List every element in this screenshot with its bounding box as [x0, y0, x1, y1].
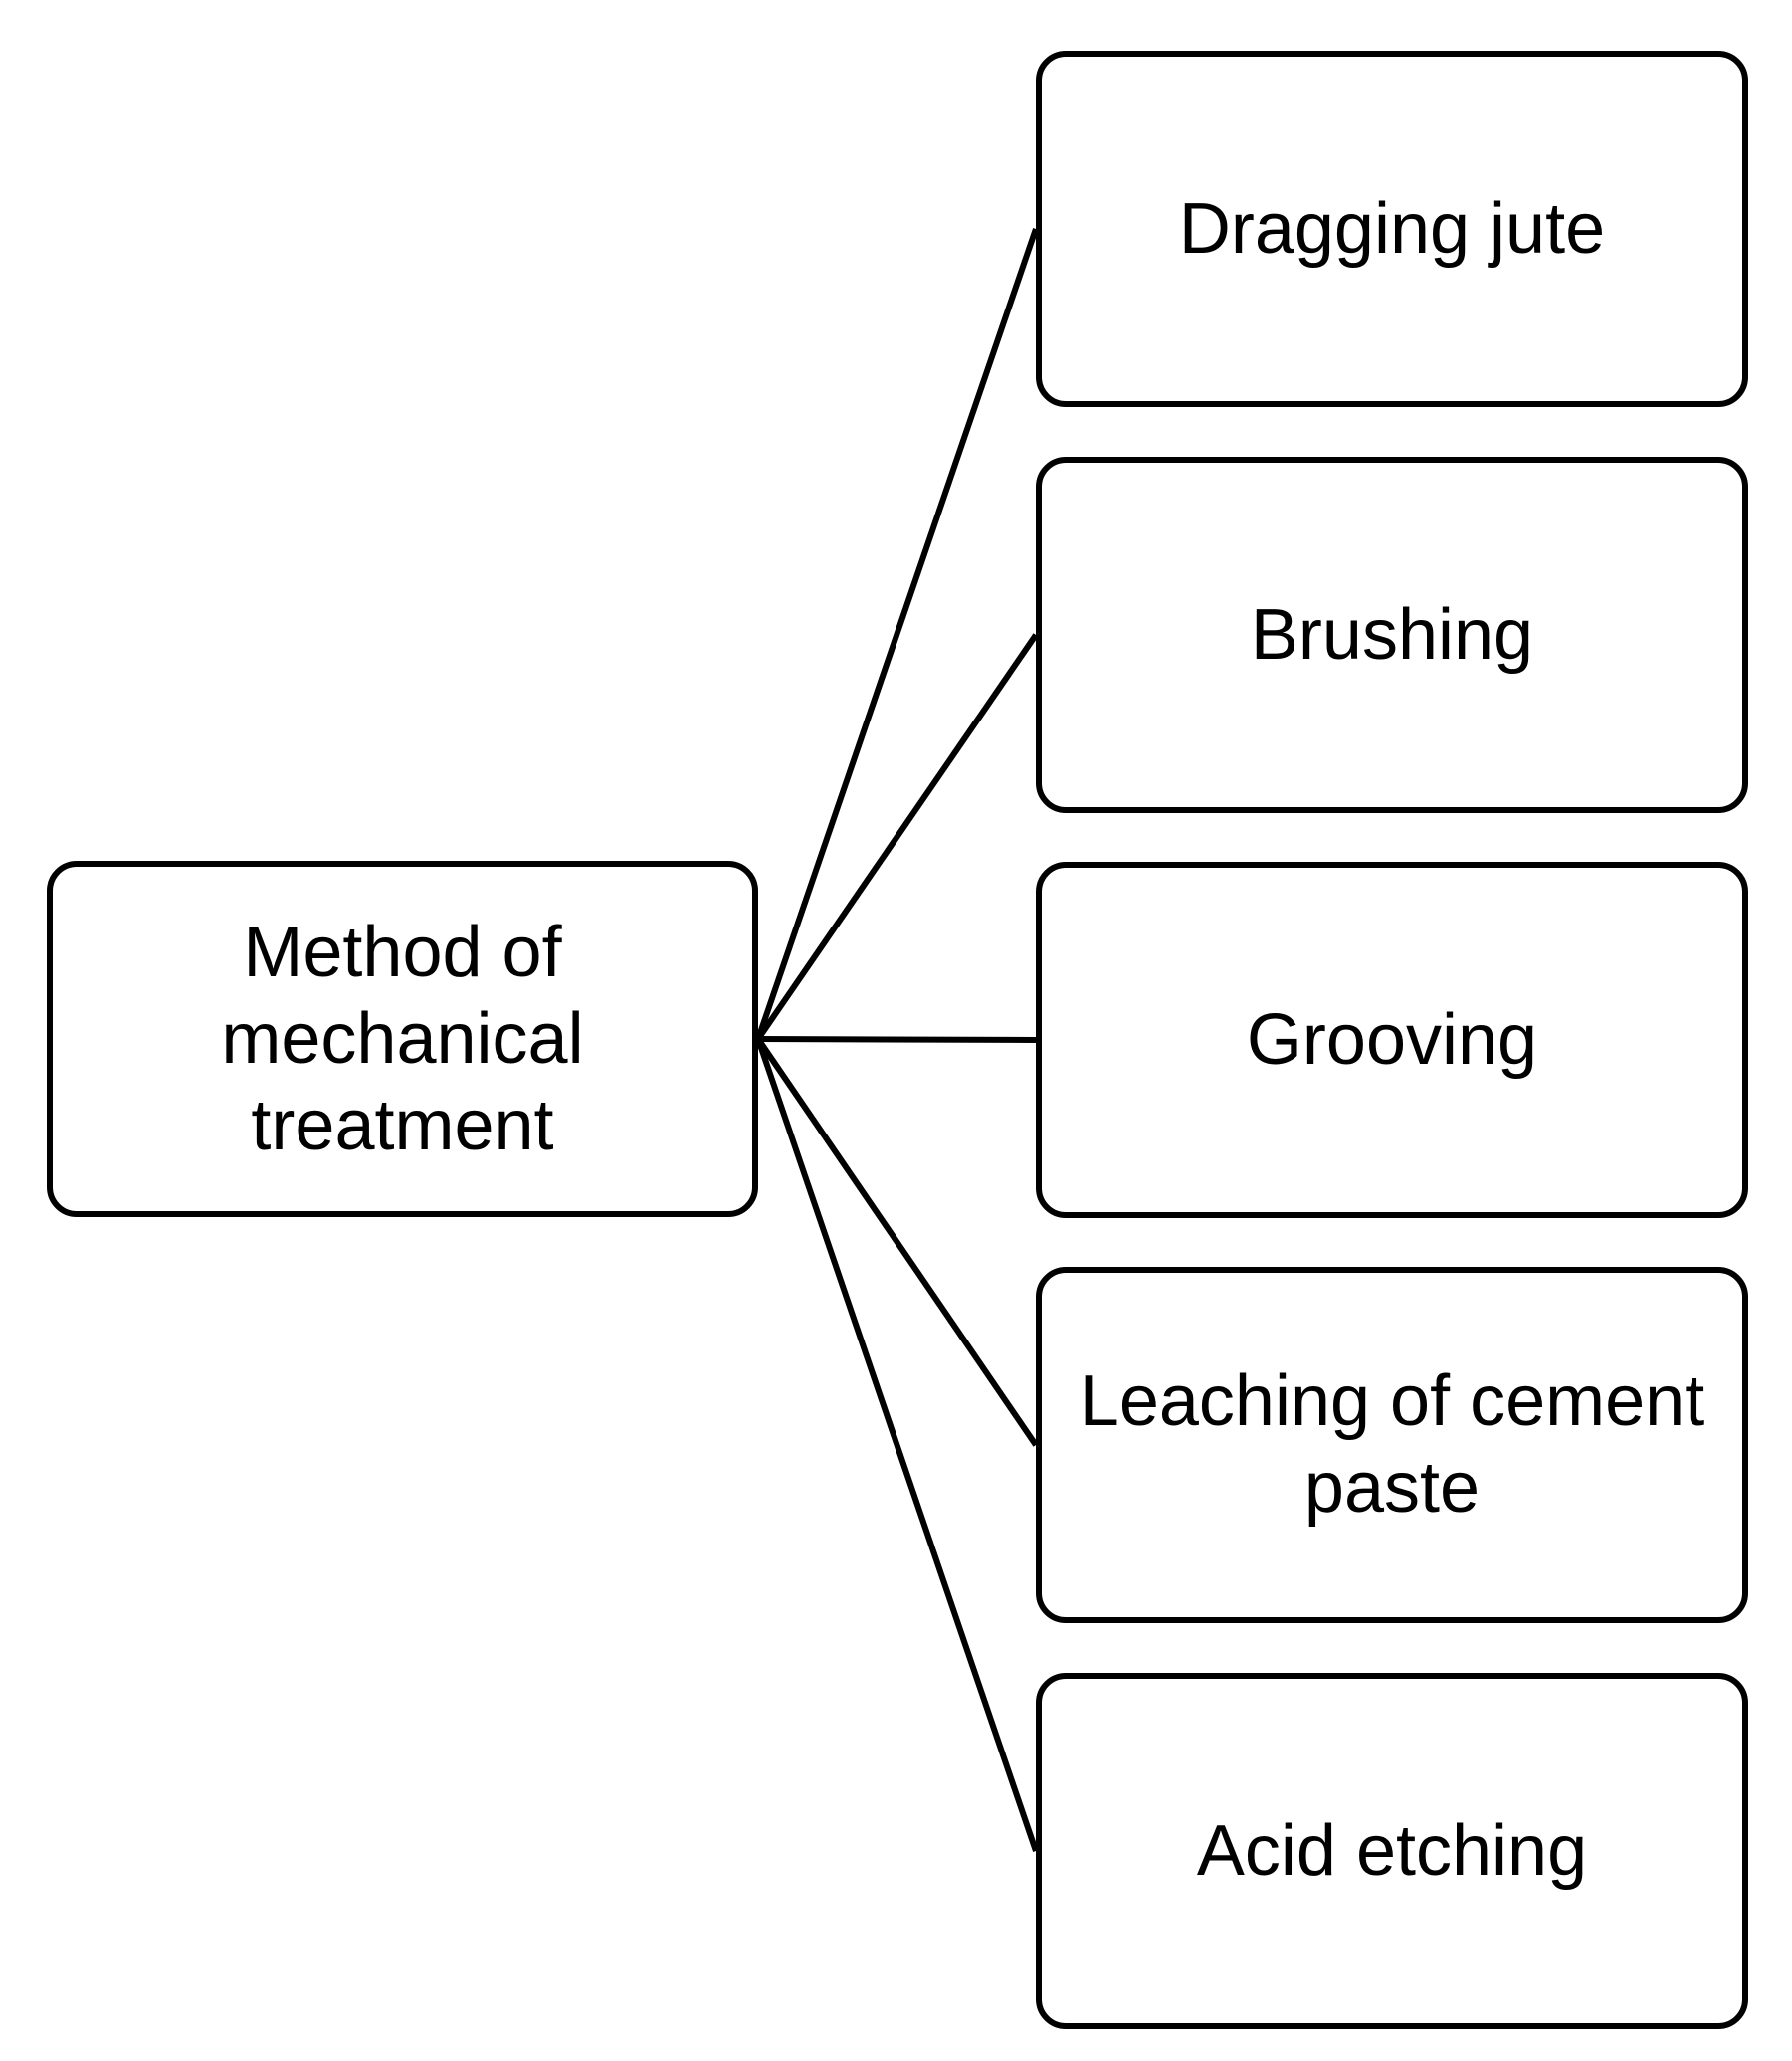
connector-brushing [755, 633, 1039, 1041]
child-node-label: Dragging jute [1178, 188, 1606, 269]
connector-dragging-jute [755, 228, 1039, 1040]
connector-acid-etching [755, 1038, 1039, 1852]
child-node-label: Brushing [1250, 594, 1534, 675]
child-node-label: Leaching of cement paste [1079, 1361, 1705, 1528]
child-node-acid-etching: Acid etching [1036, 1673, 1748, 2029]
connector-leaching [755, 1037, 1039, 1447]
child-node-grooving: Grooving [1036, 862, 1748, 1218]
child-node-leaching-of-cement-paste: Leaching of cement paste [1036, 1267, 1748, 1623]
child-node-label: Acid etching [1196, 1810, 1588, 1891]
root-node-box: Method of mechanical treatment [47, 861, 758, 1217]
child-node-dragging-jute: Dragging jute [1036, 51, 1748, 407]
connector-grooving [757, 1036, 1037, 1043]
child-node-brushing: Brushing [1036, 457, 1748, 813]
child-node-label: Grooving [1246, 999, 1538, 1080]
root-node-label: Method of mechanical treatment [221, 912, 584, 1165]
